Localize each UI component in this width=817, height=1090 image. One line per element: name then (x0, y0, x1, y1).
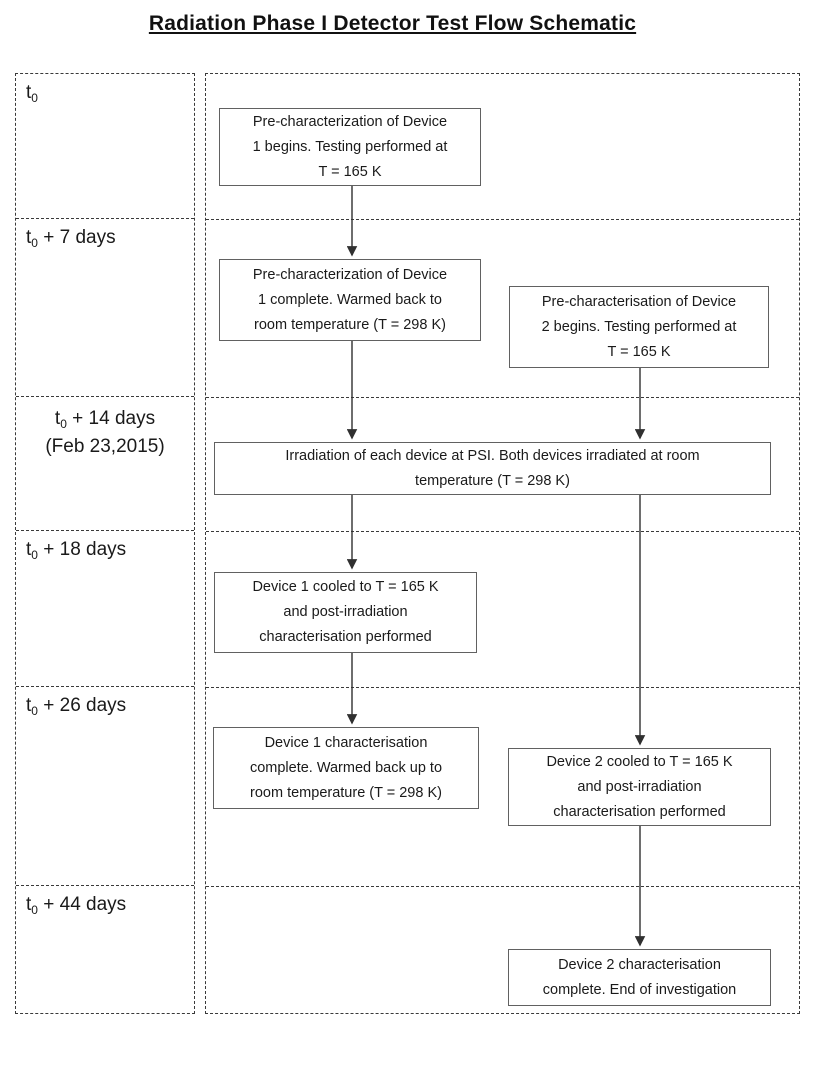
timeline-cell-t0-18: t0 + 18 days (16, 531, 194, 687)
row-separator (206, 397, 799, 398)
flow-arrows (346, 186, 646, 947)
timeline-label-note: (Feb 23,2015) (45, 435, 165, 457)
timeline-label: t0 + 14 days (54, 408, 156, 431)
row-separator (206, 219, 799, 220)
timeline-column: t0 t0 + 7 days t0 + 14 days (Feb 23,2015… (15, 73, 195, 1014)
timeline-cell-t0-7: t0 + 7 days (16, 219, 194, 397)
flow-node-device2-characterisation-complete: Device 2 characterisation complete. End … (508, 949, 771, 1006)
timeline-cell-t0: t0 (16, 74, 194, 219)
flow-column: Pre-characterization of Device 1 begins.… (205, 73, 800, 1014)
flow-node-device1-characterisation-complete: Device 1 characterisation complete. Warm… (213, 727, 479, 809)
timeline-label: t0 + 44 days (26, 894, 127, 917)
flow-node-device1-cooled-post-irradiation: Device 1 cooled to T = 165 K and post-ir… (214, 572, 477, 653)
timeline-label: t0 + 26 days (26, 695, 127, 718)
timeline-label: t0 (26, 82, 38, 105)
flow-node-pre-characterization-device1-begins: Pre-characterization of Device 1 begins.… (219, 108, 481, 186)
timeline-cell-t0-26: t0 + 26 days (16, 687, 194, 886)
row-separator (206, 531, 799, 532)
timeline-cell-t0-14: t0 + 14 days (Feb 23,2015) (16, 397, 194, 531)
flow-node-pre-characterization-device1-complete: Pre-characterization of Device 1 complet… (219, 259, 481, 341)
flow-node-irradiation-at-psi: Irradiation of each device at PSI. Both … (214, 442, 771, 495)
timeline-label: t0 + 7 days (26, 227, 116, 250)
timeline-label: t0 + 18 days (26, 539, 127, 562)
flow-node-device2-cooled-post-irradiation: Device 2 cooled to T = 165 K and post-ir… (508, 748, 771, 826)
flow-node-pre-characterisation-device2-begins: Pre-characterisation of Device 2 begins.… (509, 286, 769, 368)
timeline-cell-t0-44: t0 + 44 days (16, 886, 194, 1015)
row-separator (206, 687, 799, 688)
diagram-title: Radiation Phase I Detector Test Flow Sch… (148, 12, 637, 35)
row-separator (206, 886, 799, 887)
